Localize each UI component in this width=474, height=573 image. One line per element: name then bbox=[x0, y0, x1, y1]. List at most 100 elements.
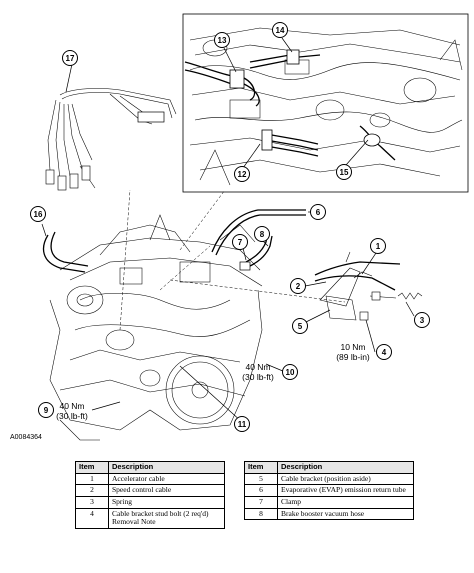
callout-number: 16 bbox=[34, 210, 43, 219]
hose-item-16 bbox=[42, 234, 86, 273]
brake-booster-vacuum-hose bbox=[249, 235, 273, 267]
item-number: 5 bbox=[244, 472, 278, 486]
inset-cables bbox=[184, 49, 396, 161]
callout-circle bbox=[30, 206, 46, 222]
callout-number: 10 bbox=[286, 368, 295, 377]
table-header-row: Item Description bbox=[75, 461, 225, 474]
callout-circle bbox=[282, 364, 298, 380]
dashed-leader-1 bbox=[169, 279, 346, 303]
ignition-wire-harness bbox=[45, 88, 177, 191]
torque-label-40nm-b: 40 Nm (30 lb-ft) bbox=[56, 401, 88, 421]
callout-circle bbox=[62, 50, 78, 66]
evap-return-tube bbox=[211, 209, 306, 253]
svg-text:40 Nm: 40 Nm bbox=[59, 401, 84, 411]
svg-text:(89 lb-in): (89 lb-in) bbox=[336, 352, 370, 362]
item-number: 4 bbox=[75, 507, 109, 529]
callout-6: 6 bbox=[310, 204, 326, 220]
item-description: Cable bracket (position aside) bbox=[281, 473, 371, 483]
item-description: Spring bbox=[112, 496, 133, 506]
item-description: Speed control cable bbox=[112, 485, 172, 495]
item-number: 6 bbox=[244, 484, 278, 497]
item-description: Evaporative (EVAP) emission return tube bbox=[281, 485, 406, 495]
item-description: Accelerator cable bbox=[112, 473, 165, 483]
callout-5: 5 bbox=[292, 318, 308, 334]
callout-number: 12 bbox=[238, 170, 247, 179]
torque-40nm-b-imperial: (30 lb-ft) bbox=[56, 411, 88, 421]
callout-number: 8 bbox=[260, 230, 265, 239]
item-description: Clamp bbox=[281, 496, 301, 506]
callout-1: 1 bbox=[370, 238, 386, 254]
callout-9: 9 bbox=[38, 402, 54, 418]
torque-40nm-a-imperial: (30 lb-ft) bbox=[242, 372, 274, 382]
callout-10: 10 bbox=[282, 364, 298, 380]
callout-17: 17 bbox=[62, 50, 78, 66]
callout-2: 2 bbox=[290, 278, 306, 294]
item-description-cell: Brake booster vacuum hose bbox=[277, 507, 414, 521]
callout-8: 8 bbox=[254, 226, 270, 242]
callout-number: 2 bbox=[296, 282, 301, 291]
header-item: Item bbox=[75, 461, 109, 474]
header-description: Description bbox=[108, 461, 225, 474]
item-description-cell: Accelerator cable bbox=[108, 472, 225, 486]
item-description-cell: Spring bbox=[108, 495, 225, 509]
callout-number: 13 bbox=[218, 36, 227, 45]
callout-number: 9 bbox=[44, 406, 49, 415]
torque-40nm-b-value: 40 Nm bbox=[59, 401, 84, 411]
callout-number: 1 bbox=[376, 242, 381, 251]
header-item: Item bbox=[244, 461, 278, 474]
item-number: 3 bbox=[75, 495, 109, 509]
item-description: Brake booster vacuum hose bbox=[281, 508, 365, 518]
callout-circle bbox=[290, 278, 306, 294]
cable-bracket-assembly bbox=[314, 251, 423, 321]
detail-inset-frame bbox=[182, 13, 469, 193]
callout-4: 4 bbox=[376, 344, 392, 360]
callout-number: 3 bbox=[420, 316, 425, 325]
svg-text:10 Nm: 10 Nm bbox=[340, 342, 365, 352]
header-description: Description bbox=[277, 461, 414, 474]
callout-circle bbox=[232, 234, 248, 250]
callout-circle bbox=[370, 238, 386, 254]
callout-11: 11 bbox=[234, 416, 250, 432]
callout-7: 7 bbox=[232, 234, 248, 250]
removal-note-link[interactable]: Removal Note bbox=[112, 517, 156, 527]
callout-leaders bbox=[41, 37, 415, 423]
callout-circle bbox=[376, 344, 392, 360]
callout-circle bbox=[272, 22, 288, 38]
callout-circle bbox=[234, 166, 250, 182]
callout-circle bbox=[292, 318, 308, 334]
callout-circle bbox=[234, 416, 250, 432]
torque-10nm-value: 10 Nm bbox=[340, 342, 365, 352]
dashed-leader-4 bbox=[159, 245, 211, 291]
torque-label-40nm-a: 40 Nm (30 lb-ft) bbox=[242, 362, 274, 382]
item-description-cell: Clamp bbox=[277, 495, 414, 509]
item-number: 7 bbox=[244, 495, 278, 509]
callout-3: 3 bbox=[414, 312, 430, 328]
callout-circle bbox=[38, 402, 54, 418]
callout-number: 15 bbox=[340, 168, 349, 177]
item-description-cell: Cable bracket (position aside) bbox=[277, 472, 414, 486]
callout-circle bbox=[414, 312, 430, 328]
torque-40nm-a-value: 40 Nm bbox=[245, 362, 270, 372]
torque-label-10nm: 10 Nm (89 lb-in) bbox=[336, 342, 370, 362]
callout-circle bbox=[336, 164, 352, 180]
item-number: 1 bbox=[75, 472, 109, 486]
callout-number: 6 bbox=[316, 208, 321, 217]
svg-text:(30 lb-ft): (30 lb-ft) bbox=[242, 372, 274, 382]
callout-12: 12 bbox=[234, 166, 250, 182]
item-description-cell: Speed control cable bbox=[108, 484, 225, 497]
item-description-cell: Cable bracket stud bolt (2 req'd)Removal… bbox=[108, 507, 225, 529]
torque-10nm-imperial: (89 lb-in) bbox=[336, 352, 370, 362]
table-header-row: Item Description bbox=[244, 461, 414, 474]
main-engine-illustration bbox=[49, 214, 263, 441]
